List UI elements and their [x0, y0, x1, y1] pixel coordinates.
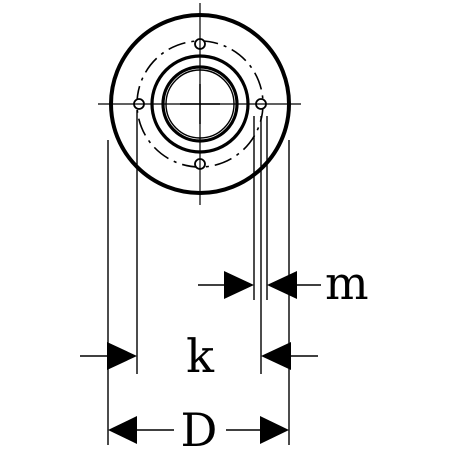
m-label: m: [325, 256, 369, 310]
d-label: D: [181, 403, 218, 450]
m-left-arrow: [224, 271, 254, 299]
d-right-arrow: [260, 416, 289, 444]
flange-top-view: [98, 3, 301, 205]
d-left-arrow: [108, 416, 137, 444]
m-right-arrow: [267, 271, 297, 299]
bolt-circle-dimension: k: [80, 329, 318, 383]
k-label: k: [186, 329, 215, 383]
k-left-arrow: [107, 342, 137, 370]
hole-diameter-dimension: m: [198, 256, 369, 310]
k-right-arrow: [261, 342, 291, 370]
outer-diameter-dimension: D: [108, 403, 289, 450]
